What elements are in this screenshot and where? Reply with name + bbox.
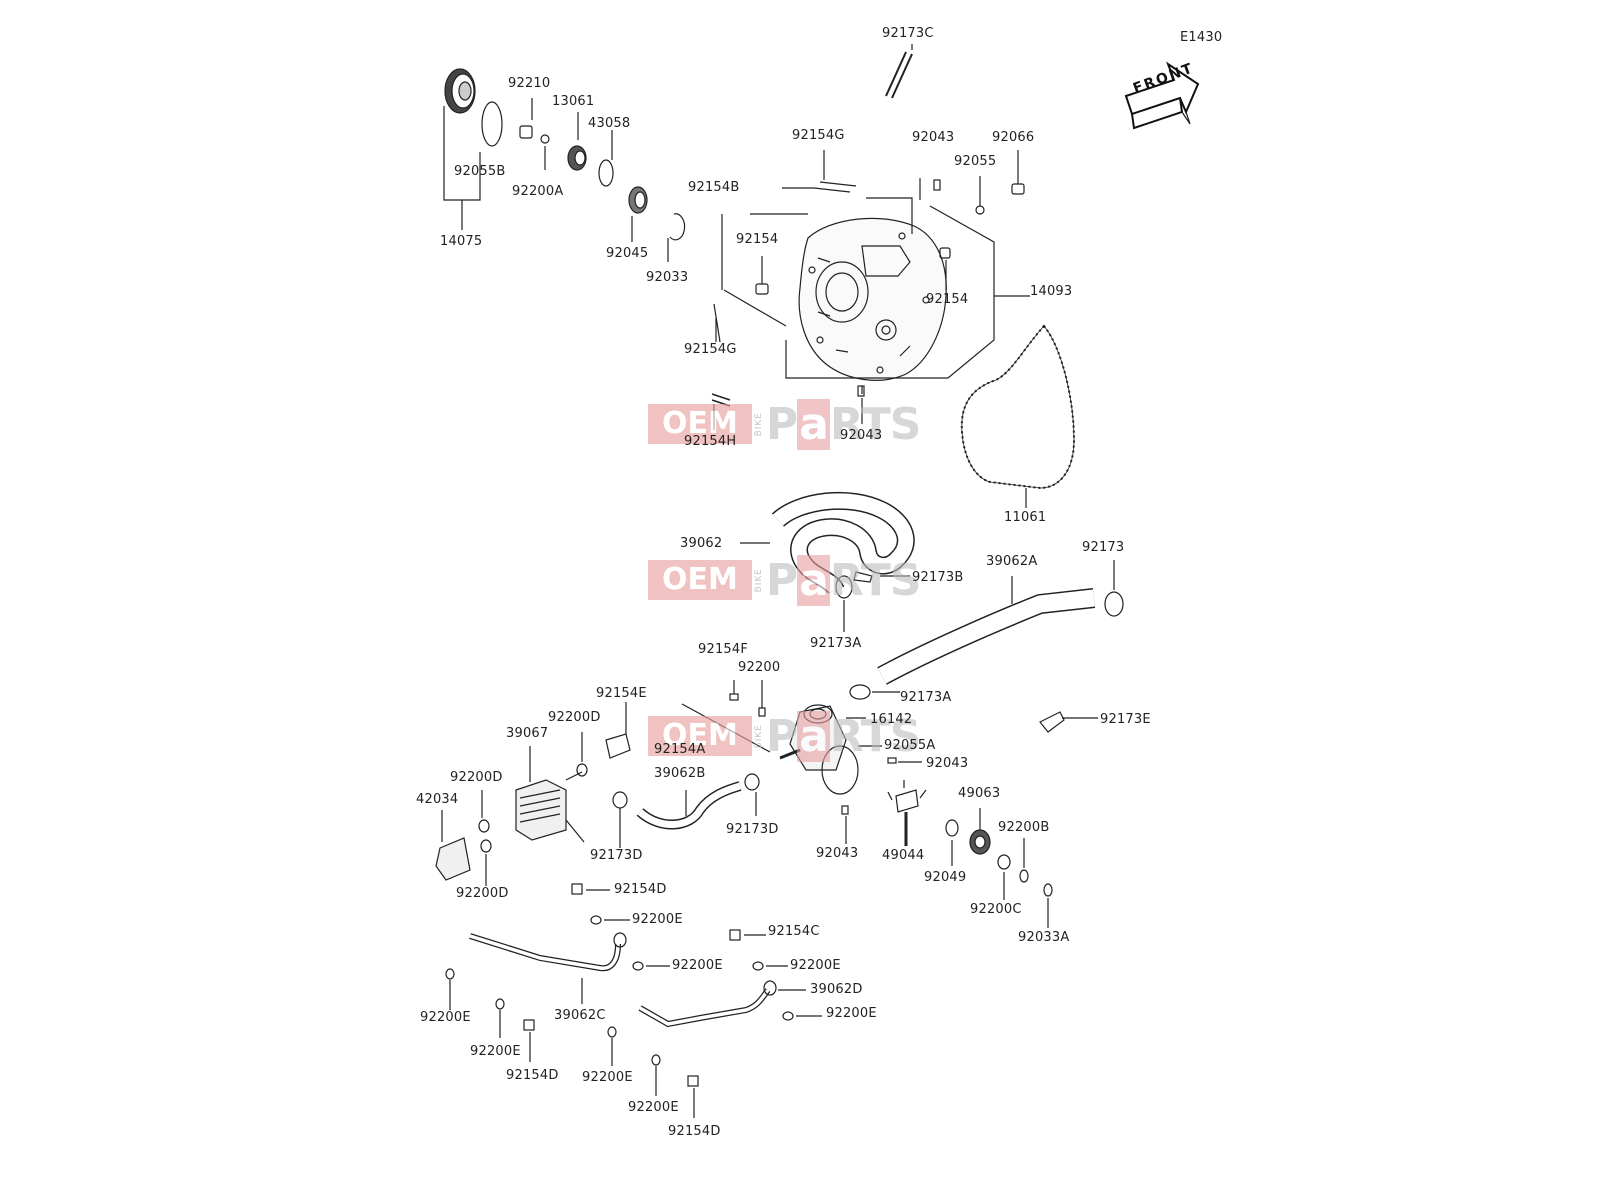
part-label-92154-left[interactable]: 92154 <box>736 232 779 247</box>
part-label-92033[interactable]: 92033 <box>646 270 689 285</box>
part-label-92049[interactable]: 92049 <box>924 870 967 885</box>
gasket-11061 <box>960 324 1076 508</box>
part-label-92055a[interactable]: 92055A <box>884 738 936 753</box>
part-label-92043-top[interactable]: 92043 <box>912 130 955 145</box>
part-label-92043-low[interactable]: 92043 <box>926 756 969 771</box>
part-label-92154e[interactable]: 92154E <box>596 686 647 701</box>
part-label-92154b[interactable]: 92154B <box>688 180 740 195</box>
part-label-92200e-e[interactable]: 92200E <box>420 1010 471 1025</box>
diagram-code: E1430 <box>1180 30 1223 45</box>
part-label-92200d-mid[interactable]: 92200D <box>450 770 503 785</box>
part-label-39062d[interactable]: 39062D <box>810 982 863 997</box>
part-label-92154d-a[interactable]: 92154D <box>614 882 667 897</box>
part-label-92200e-a[interactable]: 92200E <box>632 912 683 927</box>
hose-39062 <box>740 491 915 632</box>
part-label-92173d-left[interactable]: 92173D <box>590 848 643 863</box>
part-label-92200e-b[interactable]: 92200E <box>672 958 723 973</box>
part-label-92154d-c[interactable]: 92154D <box>668 1124 721 1139</box>
front-arrow-icon <box>1124 61 1200 130</box>
oil-pipe-39062d <box>638 980 822 1028</box>
part-label-92173[interactable]: 92173 <box>1082 540 1125 555</box>
part-label-92033a[interactable]: 92033A <box>1018 930 1070 945</box>
part-label-49044[interactable]: 49044 <box>882 848 925 863</box>
part-label-92154g-low[interactable]: 92154G <box>684 342 737 357</box>
part-label-92200d-top[interactable]: 92200D <box>548 710 601 725</box>
part-label-92210[interactable]: 92210 <box>508 76 551 91</box>
part-label-43058[interactable]: 43058 <box>588 116 631 131</box>
part-label-92200e-c[interactable]: 92200E <box>790 958 841 973</box>
part-label-14075[interactable]: 14075 <box>440 234 483 249</box>
part-label-92043-mid[interactable]: 92043 <box>840 428 883 443</box>
part-label-39067[interactable]: 39067 <box>506 726 549 741</box>
hose-39062b <box>636 773 760 830</box>
part-label-92154c[interactable]: 92154C <box>768 924 820 939</box>
part-label-92045[interactable]: 92045 <box>606 246 649 261</box>
part-label-92200[interactable]: 92200 <box>738 660 781 675</box>
part-label-39062a[interactable]: 39062A <box>986 554 1038 569</box>
part-label-13061[interactable]: 13061 <box>552 94 595 109</box>
part-label-92173b[interactable]: 92173B <box>912 570 964 585</box>
part-label-14093[interactable]: 14093 <box>1030 284 1073 299</box>
part-label-11061[interactable]: 11061 <box>1004 510 1047 525</box>
part-label-92173c[interactable]: 92173C <box>882 26 934 41</box>
part-label-92200b[interactable]: 92200B <box>998 820 1050 835</box>
part-label-92200c[interactable]: 92200C <box>970 902 1022 917</box>
part-label-92055[interactable]: 92055 <box>954 154 997 169</box>
engine-cover-14093 <box>711 150 1030 430</box>
part-label-92055b[interactable]: 92055B <box>454 164 506 179</box>
part-label-42034[interactable]: 42034 <box>416 792 459 807</box>
oil-pipe-39062c <box>445 883 788 1118</box>
part-label-39062c[interactable]: 39062C <box>554 1008 606 1023</box>
pump-housing-16142 <box>681 680 922 844</box>
part-label-92154f[interactable]: 92154F <box>698 642 749 657</box>
part-label-92200e-d[interactable]: 92200E <box>826 1006 877 1021</box>
part-label-92200d-bot[interactable]: 92200D <box>456 886 509 901</box>
hose-39062a <box>849 560 1124 700</box>
clip-92173c <box>885 44 913 99</box>
part-label-92200e-h[interactable]: 92200E <box>628 1100 679 1115</box>
part-label-92154-right[interactable]: 92154 <box>926 292 969 307</box>
part-label-92154d-b[interactable]: 92154D <box>506 1068 559 1083</box>
part-label-92066[interactable]: 92066 <box>992 130 1035 145</box>
nut-92210 <box>519 98 686 262</box>
part-label-92154h[interactable]: 92154H <box>684 434 737 449</box>
part-label-92173a-top[interactable]: 92173A <box>810 636 862 651</box>
impeller-49044 <box>887 780 1053 928</box>
part-label-92043-bottom[interactable]: 92043 <box>816 846 859 861</box>
part-label-39062[interactable]: 39062 <box>680 536 723 551</box>
part-label-92173e[interactable]: 92173E <box>1100 712 1151 727</box>
part-label-49063[interactable]: 49063 <box>958 786 1001 801</box>
oil-cooler-39067 <box>435 702 631 886</box>
part-label-92154g-top[interactable]: 92154G <box>792 128 845 143</box>
part-label-92173a-low[interactable]: 92173A <box>900 690 952 705</box>
part-label-16142[interactable]: 16142 <box>870 712 913 727</box>
part-label-92200e-f[interactable]: 92200E <box>470 1044 521 1059</box>
part-label-92173d-right[interactable]: 92173D <box>726 822 779 837</box>
part-label-92200a[interactable]: 92200A <box>512 184 564 199</box>
clip-92173e <box>1039 711 1098 733</box>
part-label-39062b[interactable]: 39062B <box>654 766 706 781</box>
part-label-92154a[interactable]: 92154A <box>654 742 706 757</box>
part-label-92200e-g[interactable]: 92200E <box>582 1070 633 1085</box>
cap-14075 <box>443 68 503 230</box>
